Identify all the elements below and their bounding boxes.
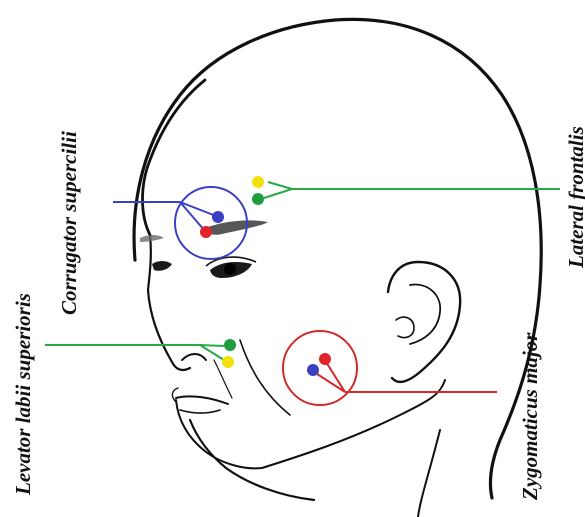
lower-lip bbox=[180, 410, 220, 413]
corrugator-electrode-red bbox=[200, 226, 212, 238]
iris-near bbox=[224, 263, 236, 275]
label-corrugator-supercilii: Corrugator supercilii bbox=[57, 131, 81, 315]
frontalis-electrode-yellow bbox=[252, 176, 264, 188]
label-lateral-frontalis: Lateral frontalis bbox=[564, 126, 585, 269]
levator-electrode-green bbox=[224, 339, 236, 351]
label-levator-labii-superioris: Levator labii superioris bbox=[11, 293, 35, 496]
zygomaticus-lead-red bbox=[326, 362, 345, 392]
levator-lead-green bbox=[200, 345, 224, 346]
zygomaticus-electrode-red bbox=[319, 353, 331, 365]
nostril bbox=[182, 354, 206, 360]
levator-electrode-yellow bbox=[222, 356, 234, 368]
zygomaticus-electrode-blue bbox=[307, 364, 319, 376]
eyes bbox=[152, 257, 256, 278]
zygomaticus-site bbox=[283, 331, 497, 405]
frontalis-site bbox=[252, 176, 560, 205]
head-illustration bbox=[134, 19, 541, 517]
jaw-line bbox=[190, 420, 314, 500]
frontalis-electrode-green bbox=[252, 193, 264, 205]
neck-back bbox=[418, 430, 440, 517]
skull-outline bbox=[134, 19, 541, 498]
frontalis-lead-green bbox=[264, 189, 292, 198]
ear-lobe-detail bbox=[396, 317, 414, 337]
zygomaticus-ring bbox=[283, 331, 357, 405]
eye-far bbox=[152, 261, 172, 271]
ear bbox=[388, 262, 460, 382]
zygomaticus-lead-blue bbox=[314, 372, 345, 392]
levator-site bbox=[45, 339, 236, 368]
cheek-contour bbox=[240, 340, 290, 415]
corrugator-electrode-blue bbox=[212, 211, 224, 223]
face-profile bbox=[148, 235, 190, 370]
eyebrow-far bbox=[140, 235, 164, 242]
neck-line bbox=[262, 380, 445, 468]
upper-lip bbox=[176, 396, 228, 404]
eyebrow-near bbox=[205, 220, 268, 234]
ear-inner bbox=[410, 285, 440, 344]
label-zygomaticus-major: Zygomaticus major bbox=[518, 332, 542, 501]
frontalis-lead-yellow bbox=[268, 182, 292, 189]
